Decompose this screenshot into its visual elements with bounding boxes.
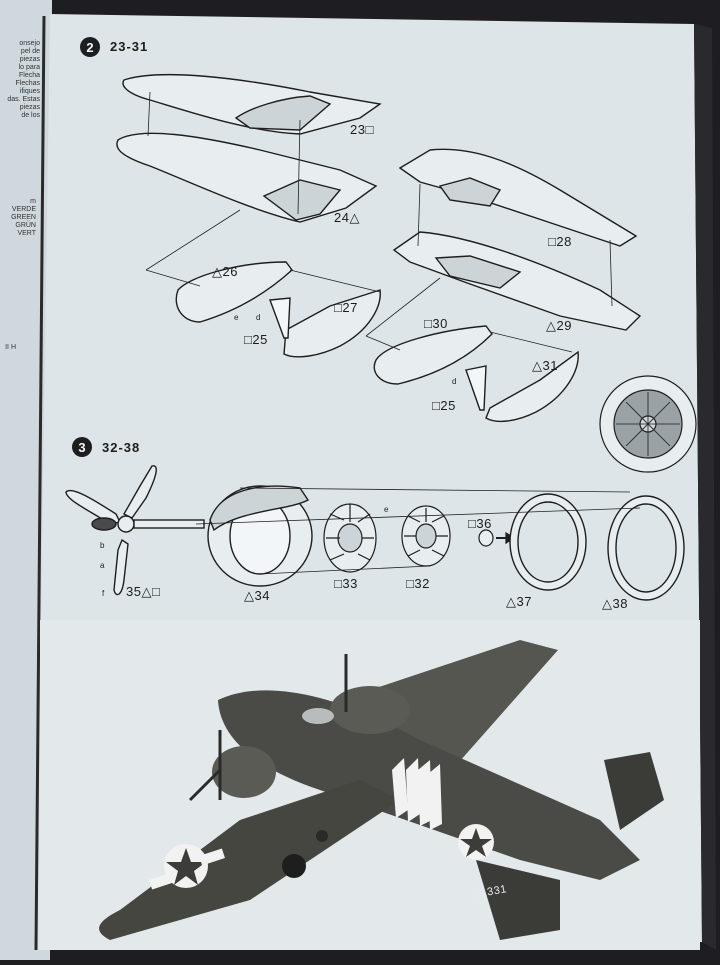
part-30: □30 — [424, 316, 448, 331]
cowling-ring-37 — [509, 493, 587, 591]
nacelle-right — [373, 325, 579, 423]
part-34: △34 — [244, 588, 270, 603]
part-32: □32 — [406, 576, 430, 591]
letter-b: b — [100, 541, 105, 550]
letter-d2: d — [452, 377, 457, 386]
part-25b: □25 — [432, 398, 456, 413]
step-3-range: 32-38 — [102, 440, 141, 455]
cowling-ring-38 — [607, 495, 685, 601]
upper-wing-right — [398, 148, 638, 247]
part-31: △31 — [532, 358, 558, 373]
left-line: m — [30, 198, 36, 205]
step-3-badge: 3 — [72, 437, 92, 457]
left-line: piezas — [19, 104, 40, 111]
left-line: VERDE — [11, 206, 36, 213]
left-line: onsejo — [19, 40, 40, 47]
engine-front-view — [599, 375, 697, 473]
left-line: pel de — [20, 48, 40, 55]
left-line: das. Estas — [7, 96, 40, 103]
engine-cylinders-rear — [323, 503, 377, 573]
part-35: 35△□ — [126, 584, 161, 599]
letter-d1: d — [256, 313, 261, 322]
part-29: △29 — [546, 318, 572, 333]
part-26: △26 — [212, 264, 238, 279]
left-line: GREEN — [11, 214, 36, 221]
part-37: △37 — [506, 594, 532, 609]
nacelle-left — [175, 261, 381, 358]
step-2-badge: 2 — [80, 37, 100, 57]
letter-e1: e — [234, 313, 239, 322]
part-27: □27 — [334, 300, 358, 315]
left-line: ifiques — [19, 88, 40, 95]
left-line: Flechas — [15, 80, 40, 87]
aircraft-photo — [40, 620, 700, 950]
letter-a: a — [100, 561, 105, 570]
left-line: Flecha — [18, 72, 40, 79]
part-25a: □25 — [244, 332, 268, 347]
left-line: piezas — [19, 56, 40, 63]
left-line: GRÜN — [15, 222, 36, 229]
part-23: 23□ — [350, 122, 374, 137]
part-28: □28 — [548, 234, 572, 249]
letter-e2: e — [384, 505, 389, 514]
left-page-part-h: II H — [5, 344, 16, 351]
part-36: □36 — [468, 516, 492, 531]
left-page-text-1: onsejo pel de piezas lo para Flecha Flec… — [0, 40, 40, 120]
part-24: 24△ — [334, 210, 360, 225]
step-2-range: 23-31 — [110, 39, 149, 54]
left-line: lo para — [18, 64, 40, 71]
letter-f: f — [102, 589, 105, 598]
lower-wing-right — [392, 231, 642, 331]
lower-wing-left — [116, 132, 378, 223]
left-line: VERT — [17, 230, 36, 237]
engine-cylinders-front — [401, 505, 451, 567]
propeller — [65, 465, 205, 596]
part-38: △38 — [602, 596, 628, 611]
engine-cowling-front — [207, 485, 313, 587]
upper-wing-left — [122, 73, 382, 135]
assembly-guide-lines-step2 — [145, 91, 613, 353]
engine-ring-small — [478, 529, 516, 547]
left-page-text-2: m VERDE GREEN GRÜN VERT — [0, 198, 36, 238]
assembly-guide-lines-step3 — [195, 487, 641, 575]
left-line: de los — [21, 112, 40, 119]
part-33: □33 — [334, 576, 358, 591]
